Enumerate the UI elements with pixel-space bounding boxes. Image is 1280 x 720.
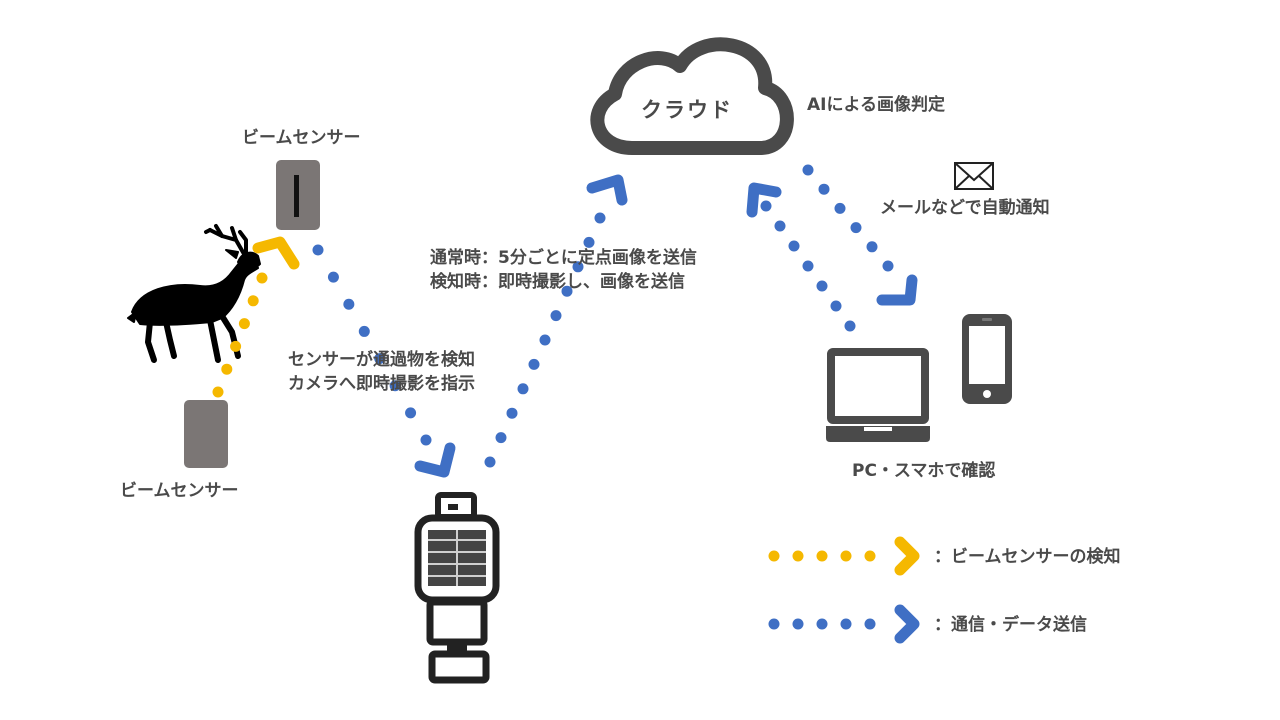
beam-path-dot bbox=[256, 272, 268, 284]
cloud-to-device-dot bbox=[818, 183, 830, 195]
beam-path-dot bbox=[247, 295, 259, 307]
send-detect-label: 検知時：即時撮影し、画像を送信 bbox=[430, 272, 685, 292]
beam-path-dot bbox=[238, 318, 250, 330]
camera-to-cloud-dot bbox=[550, 310, 562, 322]
sensor-to-camera-dot bbox=[343, 298, 355, 310]
sensor-to-camera-dot bbox=[312, 244, 324, 256]
envelope-icon bbox=[954, 162, 994, 190]
camera-instruct-label: カメラへ即時撮影を指示 bbox=[288, 374, 475, 394]
camera-to-cloud-dot bbox=[484, 456, 496, 468]
laptop-to-cloud-dot bbox=[774, 220, 786, 232]
cloud-label: クラウド bbox=[641, 98, 733, 122]
camera-to-cloud-dot bbox=[528, 358, 540, 370]
legend-comm-dot bbox=[840, 618, 852, 630]
cloud-to-device-dot bbox=[882, 260, 894, 272]
camera-to-cloud-dot bbox=[506, 407, 518, 419]
camera-to-cloud-dot bbox=[583, 236, 595, 248]
legend-beam-dot bbox=[768, 550, 780, 562]
cloud-to-device-chevron bbox=[876, 274, 918, 306]
laptop-to-cloud-dot bbox=[844, 320, 856, 332]
cloud-to-device-dot bbox=[866, 241, 878, 253]
sensor-to-camera-dot bbox=[405, 407, 417, 419]
pc-phone-label: PC・スマホで確認 bbox=[852, 461, 996, 481]
camera-to-cloud-chevron bbox=[586, 174, 628, 206]
legend-comm-dot bbox=[816, 618, 828, 630]
beam-path-dot bbox=[221, 363, 233, 375]
legend-comm-dot bbox=[792, 618, 804, 630]
cloud-to-device-dot bbox=[834, 202, 846, 214]
sensor-detect-label: センサーが通過物を検知 bbox=[288, 350, 475, 370]
beam-sensor-bottom-label: ビームセンサー bbox=[120, 481, 239, 501]
sensor-to-camera-dot bbox=[389, 380, 401, 392]
legend-beam-chevron bbox=[894, 536, 920, 576]
camera-to-cloud-dot bbox=[594, 212, 606, 224]
legend-beam-dot bbox=[816, 550, 828, 562]
laptop-to-cloud-dot bbox=[816, 280, 828, 292]
send-normal-label: 通常時：5分ごとに定点画像を送信 bbox=[430, 248, 697, 268]
camera-to-cloud-dot bbox=[495, 432, 507, 444]
laptop-to-cloud-dot bbox=[760, 200, 772, 212]
sensor-to-camera-dot bbox=[358, 325, 370, 337]
legend-comm-label: ：通信・データ送信 bbox=[934, 615, 1087, 635]
laptop-to-cloud-dot bbox=[788, 240, 800, 252]
sensor-to-camera-dot bbox=[374, 353, 386, 365]
legend-beam-dot bbox=[840, 550, 852, 562]
deer-icon bbox=[127, 224, 261, 363]
laptop-icon bbox=[826, 348, 930, 442]
beam-path-dot bbox=[230, 340, 242, 352]
beam-sensor-top-label: ビームセンサー bbox=[242, 128, 361, 148]
beam-sensor-bottom-icon bbox=[184, 400, 228, 468]
camera-to-cloud-dot bbox=[539, 334, 551, 346]
sensor-to-camera-dot bbox=[420, 434, 432, 446]
ai-judgement-label: AIによる画像判定 bbox=[807, 95, 945, 115]
laptop-to-cloud-dot bbox=[830, 300, 842, 312]
cloud-to-device-dot bbox=[850, 222, 862, 234]
camera-to-cloud-dot bbox=[572, 261, 584, 273]
smartphone-icon bbox=[962, 314, 1012, 404]
sensor-to-camera-dot bbox=[327, 271, 339, 283]
camera-trap-icon bbox=[414, 492, 500, 684]
sensor-to-camera-chevron bbox=[414, 442, 456, 478]
laptop-to-cloud-chevron bbox=[746, 182, 782, 218]
legend-comm-chevron bbox=[894, 604, 920, 644]
legend-comm-dot bbox=[864, 618, 876, 630]
beam-sensor-top-icon bbox=[276, 160, 320, 230]
legend-beam-dot bbox=[864, 550, 876, 562]
beam-path-chevron bbox=[252, 236, 300, 270]
mail-notify-label: メールなどで自動通知 bbox=[880, 198, 1050, 218]
legend-comm-dot bbox=[768, 618, 780, 630]
beam-path-dot bbox=[212, 386, 224, 398]
legend-beam-label: ：ビームセンサーの検知 bbox=[934, 547, 1121, 567]
cloud-icon bbox=[590, 37, 794, 155]
camera-to-cloud-dot bbox=[561, 285, 573, 297]
legend-beam-dot bbox=[792, 550, 804, 562]
laptop-to-cloud-dot bbox=[802, 260, 814, 272]
flow-arrows bbox=[212, 164, 920, 644]
cloud-to-device-dot bbox=[802, 164, 814, 176]
camera-to-cloud-dot bbox=[517, 383, 529, 395]
